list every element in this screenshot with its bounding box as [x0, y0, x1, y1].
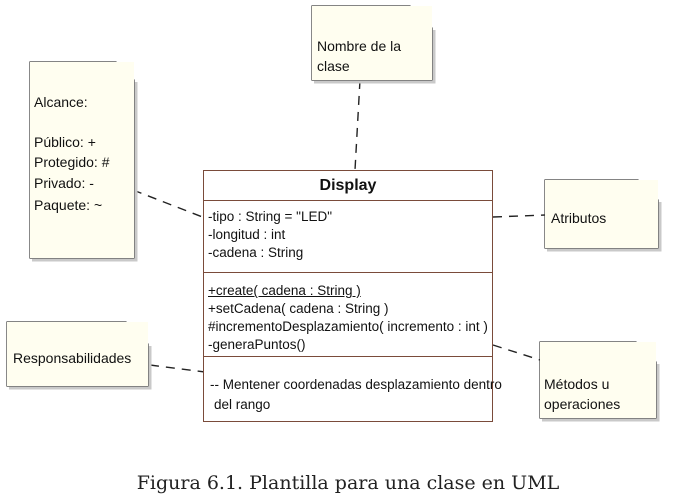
- note-scope-line-4: Protegido: #: [34, 154, 110, 170]
- responsibility-row: -- Mentener coordenadas desplazamiento d…: [210, 377, 502, 392]
- connector-scope: [132, 189, 206, 219]
- responsibility-row: del rango: [214, 397, 271, 412]
- figure-caption: Figura 6.1. Plantilla para una clase en …: [136, 472, 560, 494]
- note-scope-line-1: Alcance:: [34, 94, 88, 110]
- note-scope-line-5: Privado: -: [34, 175, 94, 191]
- class-name-compartment: Display: [204, 171, 492, 201]
- connector-class-name: [354, 79, 361, 171]
- operation-row: +create( cadena : String ): [208, 283, 361, 298]
- uml-class-box: Display -tipo : String = "LED" -longitud…: [203, 170, 502, 422]
- operation-row: -generaPuntos(): [208, 337, 306, 352]
- attribute-row: -cadena : String: [208, 245, 304, 260]
- note-methods: Métodos u operaciones: [540, 342, 656, 418]
- connector-methods: [492, 344, 541, 361]
- note-attributes-label: Atributos: [551, 210, 607, 226]
- note-attributes: Atributos: [545, 180, 658, 248]
- note-class-name-line-2: clase: [317, 58, 350, 74]
- operations-compartment: +create( cadena : String ) +setCadena( c…: [204, 273, 492, 357]
- attribute-row: -longitud : int: [208, 227, 286, 242]
- note-methods-line-2: operaciones: [544, 396, 621, 412]
- operation-row: #incrementoDesplazamiento( incremento : …: [208, 319, 488, 334]
- note-class-name-line-1: Nombre de la: [317, 38, 402, 54]
- note-scope: Alcance: Público: + Protegido: # Privado…: [30, 62, 134, 258]
- note-responsibilities: Responsabilidades: [7, 322, 148, 386]
- attribute-row: -tipo : String = "LED": [208, 209, 333, 224]
- attributes-compartment: -tipo : String = "LED" -longitud : int -…: [204, 201, 492, 273]
- connector-attributes: [492, 214, 546, 218]
- note-scope-line-3: Público: +: [34, 134, 96, 150]
- note-methods-line-1: Métodos u: [544, 376, 610, 392]
- operation-row: +setCadena( cadena : String ): [208, 301, 389, 316]
- note-scope-line-6: Paquete: ~: [34, 197, 103, 213]
- note-responsibilities-label: Responsabilidades: [13, 350, 132, 366]
- note-class-name: Nombre de la clase: [312, 6, 432, 80]
- class-name: Display: [319, 177, 377, 194]
- responsibilities-compartment: -- Mentener coordenadas desplazamiento d…: [204, 357, 502, 421]
- connector-responsibilities: [149, 364, 206, 373]
